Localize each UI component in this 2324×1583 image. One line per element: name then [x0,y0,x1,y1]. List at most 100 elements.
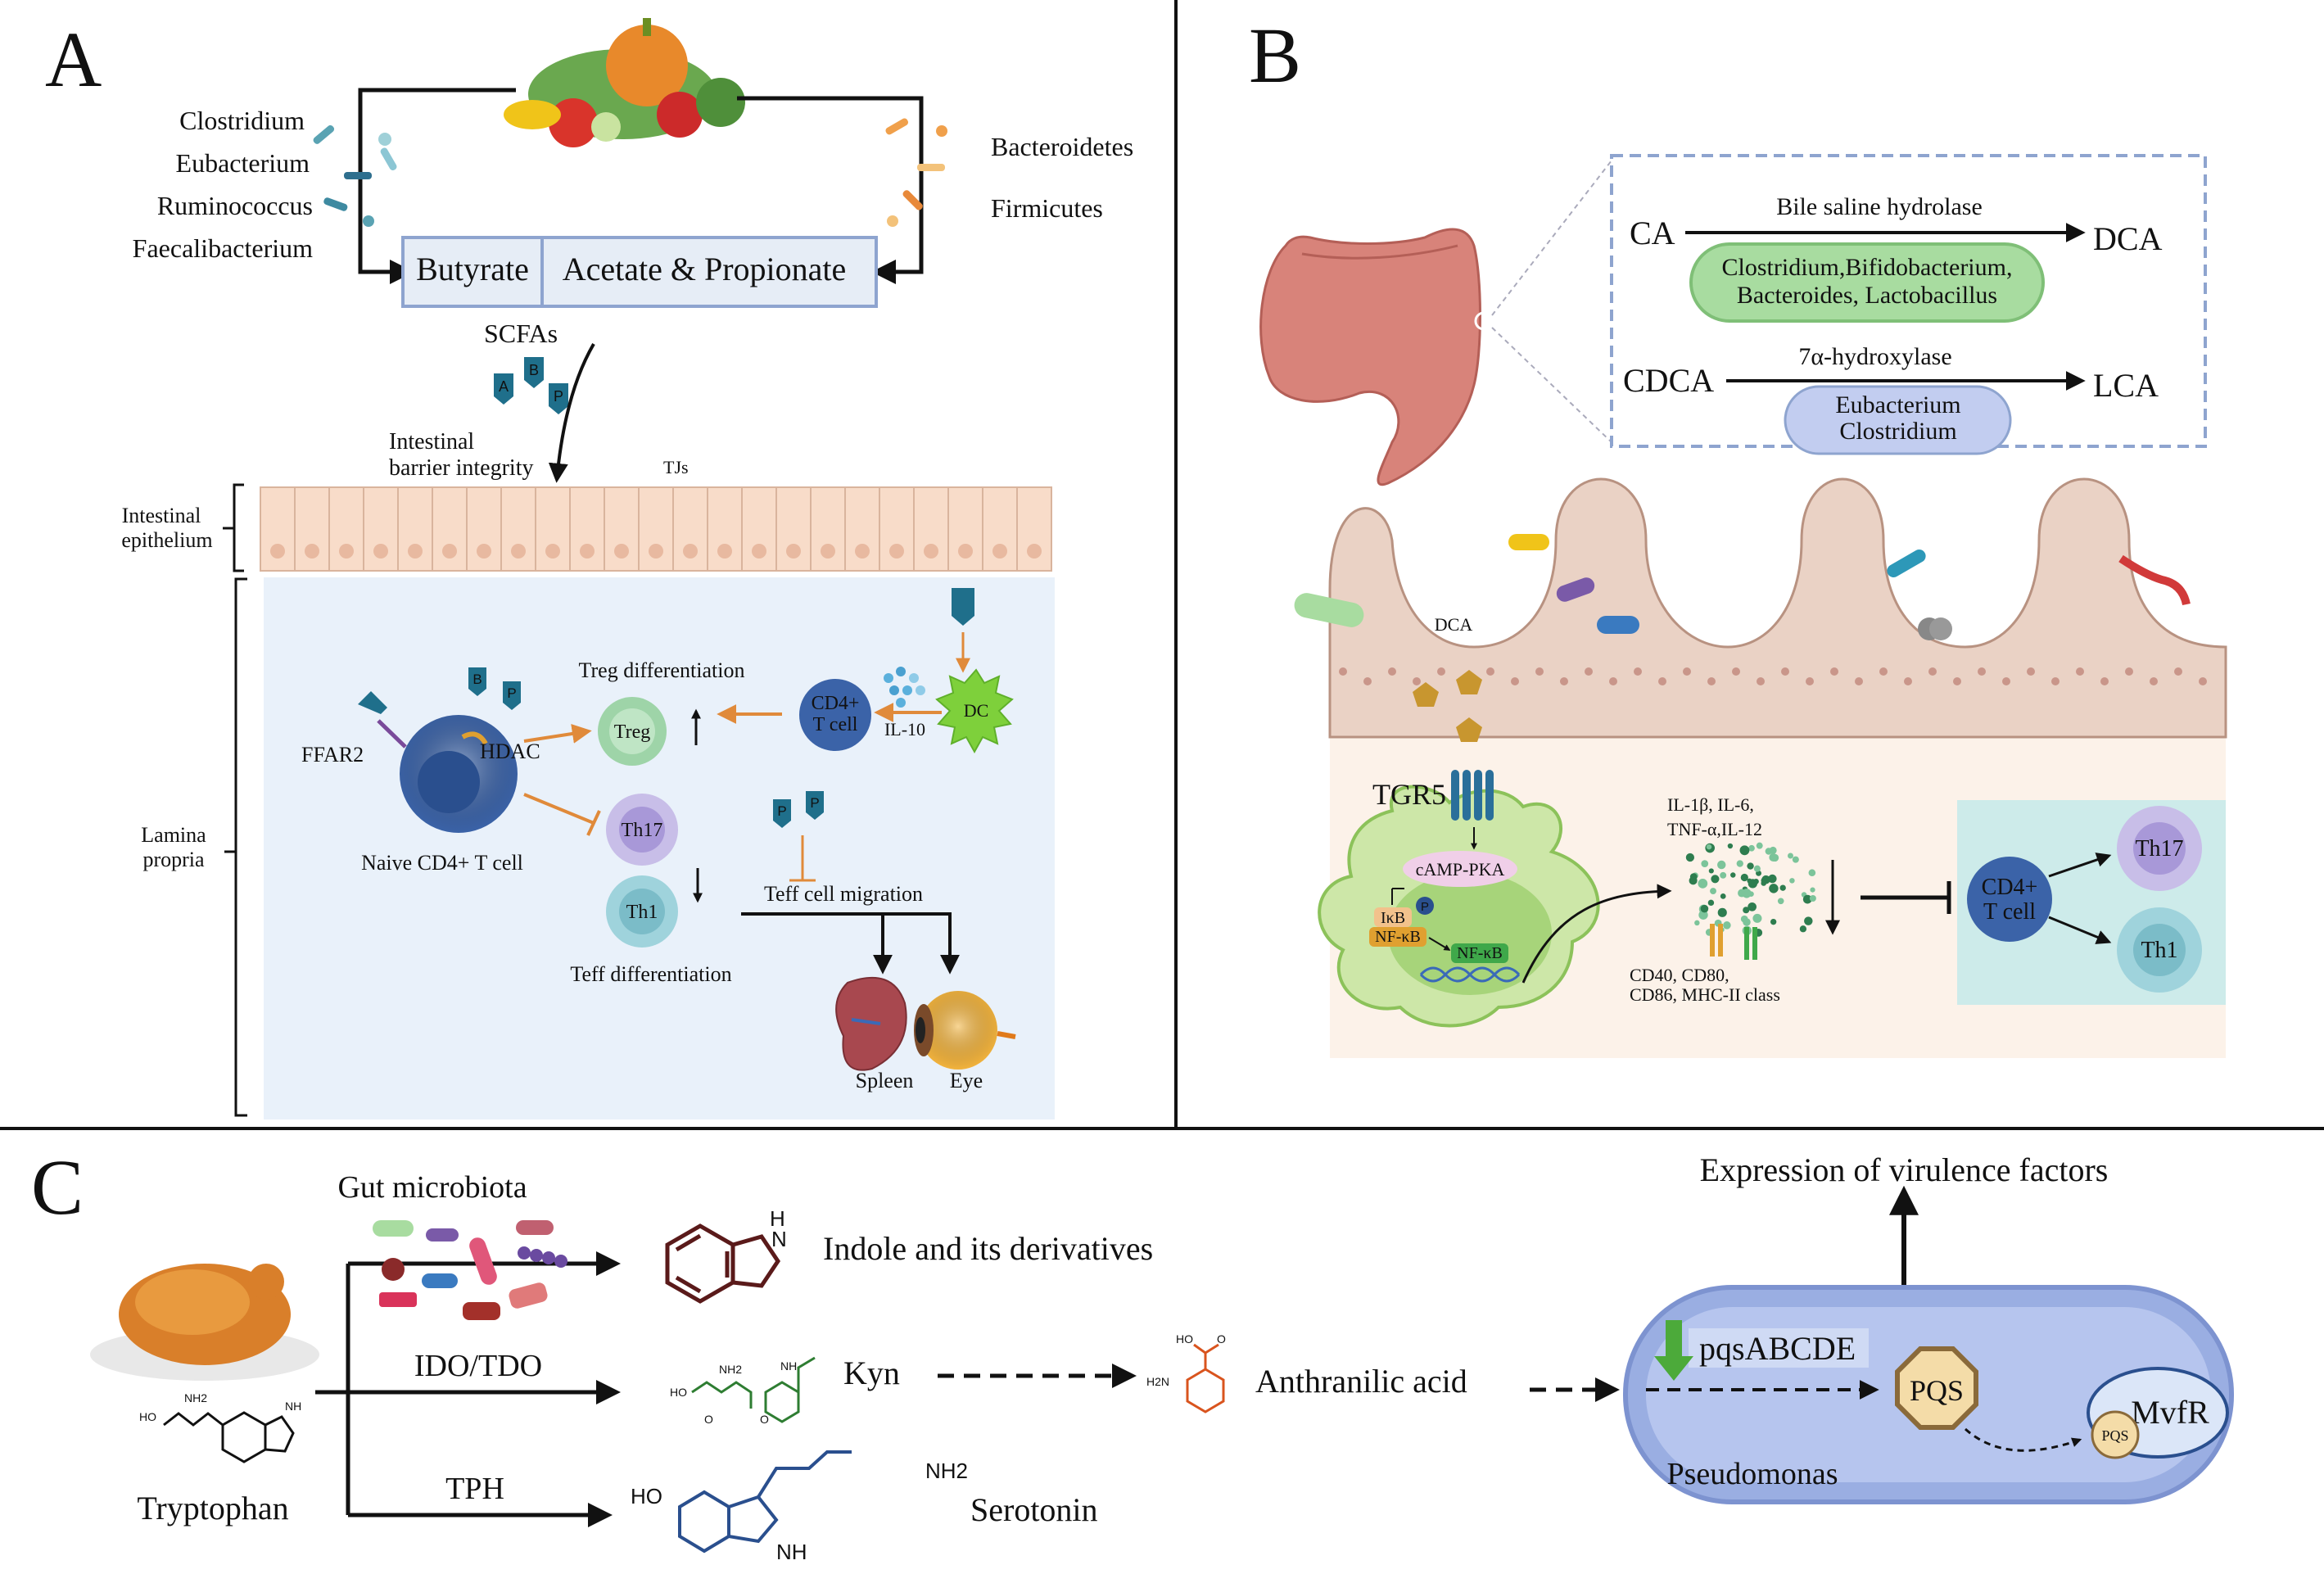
trp-nh: NH [285,1400,301,1413]
acetate-propionate-label: Acetate & Propionate [563,251,847,287]
dca-label: DCA [2093,220,2163,257]
villus-bacterium-green [1294,593,1364,627]
anthranilic-ho: HO [1176,1332,1193,1346]
cd4-cell-b [1967,857,2052,942]
hyd-bacteria-line1: Eubacterium [1835,391,1960,418]
p-label: P [1421,900,1429,914]
kyn-nh: NH [780,1359,797,1373]
serotonin-ho: HO [631,1484,662,1508]
villus-bacterium-blue [1597,616,1639,634]
surface-markers [1710,924,1757,960]
markers-line1: CD40, CD80, [1630,965,1729,985]
kyn-structure [691,1356,816,1423]
migration-token-p1: P [777,803,786,819]
panel-c-label: C [31,1143,84,1231]
gut-microbiota-label: Gut microbiota [337,1170,527,1205]
migration-arrow [741,912,960,975]
epithelium-label-line2: epithelium [121,528,212,552]
scfas-label: SCFAs [484,319,558,348]
naive-to-treg-arrow [523,724,592,744]
lamina-bracket [234,577,247,1117]
tgr5-receptor [1451,770,1494,821]
kyn-ho: HO [670,1386,687,1399]
nfkb2-box [1451,943,1508,963]
butyrate-label: Butyrate [416,251,529,287]
villus-bacterium-purple [1556,577,1595,602]
scfa-token-a: A [494,373,513,405]
scfa-token-p: P [549,383,568,414]
pqs-label: PQS [1910,1374,1964,1407]
treg-label: Treg [614,721,650,743]
pqs-octagon [1895,1346,1978,1430]
chicken-illustration [90,1264,319,1381]
kyn-label: Kyn [843,1355,900,1391]
dca-villus-label: DCA [1435,614,1473,635]
eye-illustration [914,991,1016,1070]
cytokine-line1: IL-1β, IL-6, [1667,794,1754,815]
naive-label: Naive CD4+ T cell [361,851,523,875]
dna-helix [1419,966,1521,983]
p-circle [1416,897,1434,915]
serotonin-nh: NH [776,1540,807,1564]
th17-label: Th17 [622,820,663,841]
microbiota-illustration [373,1220,567,1320]
panel-a-label: A [45,16,102,103]
bacteria-cluster-right [885,118,947,227]
bacteria-label-firmicutes: Firmicutes [991,193,1103,223]
bacteria-label-clostridium: Clostridium [179,106,305,135]
dc-label: DC [964,700,989,721]
migration-token-p2: P [810,795,819,811]
kyn-o2: O [760,1413,769,1426]
tgr5-label: TGR5 [1372,778,1446,811]
bacteria-label-faecalibacterium: Faecalibacterium [133,233,313,263]
tryptophan-structure [163,1411,295,1463]
cd4-to-th1-arrow [2048,916,2112,944]
cytokine-dots [1685,842,1816,937]
tryptophan-label: Tryptophan [137,1490,288,1526]
scfa-box [401,236,878,308]
villus-bacterium-red [2118,554,2191,606]
lamina-label-line2: propria [142,848,205,871]
cd4-label-line1: CD4+ [812,693,860,714]
scfa-to-barrier-arrow [548,342,595,483]
scfa-token-b: B [524,357,544,388]
hdac-token-p: P [507,685,516,701]
bsh-bacteria-pill [1689,242,2045,323]
veg-to-acetate-arrow [737,96,924,284]
colon-illustration [1259,228,1481,486]
teff-migration-label: Teff cell migration [764,882,923,906]
hdac-token-b: B [472,672,482,687]
bacteria-label-ruminococcus: Ruminococcus [157,191,313,220]
pqs-to-mvfr-arrow [1964,1427,2082,1452]
markers-line2: CD86, MHC-II class [1630,984,1780,1005]
pqs-small-label: PQS [2101,1427,2128,1444]
camp-pka [1403,851,1517,887]
panel-c: C HO NH2 NH Tryptophan Gut microbiota [31,1143,2234,1564]
indole-n: N [771,1227,787,1251]
anthranilic-label: Anthranilic acid [1255,1363,1467,1400]
bacteria-label-eubacterium: Eubacterium [176,148,310,178]
panel-b-label: B [1249,11,1301,99]
kyn-nh2: NH2 [719,1363,742,1376]
camp-label: cAMP-PKA [1416,859,1505,880]
mvfr-label: MvfR [2131,1394,2209,1431]
indole-structure [665,1223,781,1304]
villus-bacterium-teal [1887,550,1926,578]
pqs-small-circle [2091,1410,2140,1459]
cd4-label-line2: T cell [813,714,858,735]
lamina-label-line1: Lamina [141,823,206,847]
nfkb1-box [1369,927,1427,947]
anthranilic-structure [1186,1343,1225,1413]
dca-pentagons [1413,670,1482,742]
intestinal-epithelium [260,486,1052,572]
bsh-bacteria-line2: Bacteroides, Lactobacillus [1737,282,1997,309]
treg-diff-label: Treg differentiation [579,658,745,682]
serotonin-label: Serotonin [970,1491,1098,1528]
virulence-label: Expression of virulence factors [1700,1151,2109,1188]
svg-text:A: A [499,378,509,395]
hyd-bacteria-pill [1784,385,2012,455]
nfkb2-label: NF-κB [1457,944,1503,962]
hydroxylase-label: 7α-hydroxylase [1798,343,1951,370]
anthranilic-h2n: H2N [1146,1375,1169,1388]
